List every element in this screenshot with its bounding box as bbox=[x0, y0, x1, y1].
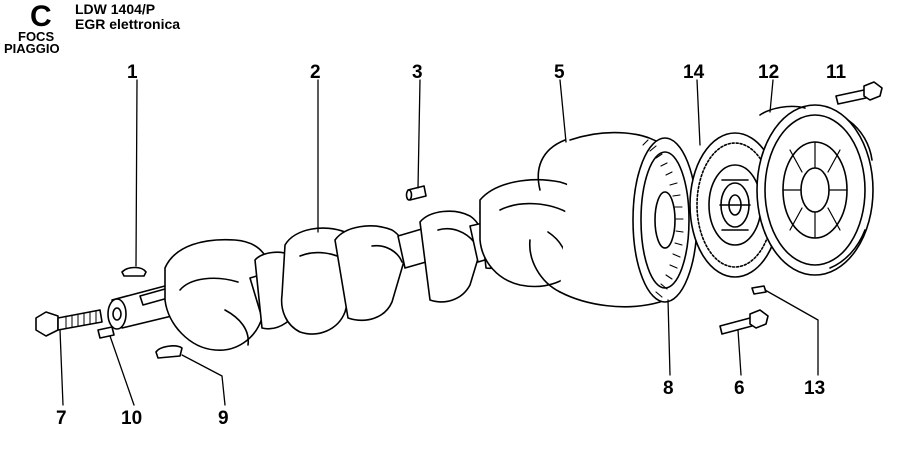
part-13-pin bbox=[751, 285, 767, 295]
section-letter: C bbox=[30, 0, 52, 33]
leader-lines bbox=[59, 79, 819, 406]
part-7-bolt bbox=[35, 309, 103, 337]
brand-line-1: FOCS bbox=[18, 29, 55, 44]
callout-labels: 1 2 3 5 14 12 11 7 10 9 8 6 13 bbox=[56, 62, 847, 429]
callout-1: 1 bbox=[127, 62, 138, 83]
part-10-pin bbox=[97, 326, 115, 339]
callout-13: 13 bbox=[804, 378, 825, 399]
flywheel-drawing bbox=[529, 131, 698, 308]
callout-14: 14 bbox=[683, 62, 705, 83]
crankshaft-drawing bbox=[107, 179, 641, 351]
part-6-bolt bbox=[719, 309, 769, 335]
part-9-key bbox=[155, 345, 183, 359]
callout-7: 7 bbox=[56, 408, 67, 429]
part-1-key bbox=[121, 266, 147, 277]
callout-6: 6 bbox=[734, 378, 745, 399]
callout-5: 5 bbox=[554, 62, 565, 83]
brand-line-2: PIAGGIO bbox=[4, 41, 60, 56]
part-11-bolt bbox=[835, 81, 883, 105]
callout-8: 8 bbox=[663, 378, 674, 399]
callout-2: 2 bbox=[310, 62, 321, 83]
callout-12: 12 bbox=[758, 62, 779, 83]
model-code: LDW 1404/P bbox=[75, 1, 156, 17]
callout-11: 11 bbox=[826, 62, 847, 83]
callout-3: 3 bbox=[412, 62, 423, 83]
callout-10: 10 bbox=[121, 408, 142, 429]
callout-9: 9 bbox=[218, 408, 229, 429]
diagram-subtitle: EGR elettronica bbox=[75, 16, 181, 32]
part-3-dowel bbox=[405, 185, 427, 201]
pressure-plate-drawing bbox=[756, 104, 874, 276]
